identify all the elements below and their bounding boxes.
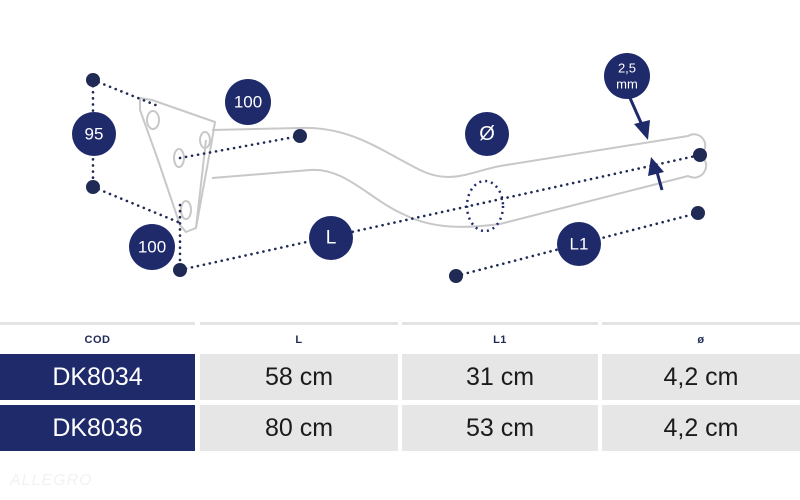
dimension-lines	[91, 78, 702, 278]
dimension-endpoints	[86, 73, 707, 283]
cell-L: 58 cm	[200, 354, 398, 400]
dot-L-end	[693, 148, 707, 162]
cell-code: DK8034	[0, 354, 195, 400]
thickness-arrows	[628, 97, 664, 191]
dim-line-95-top	[91, 78, 160, 108]
cell-L: 80 cm	[200, 405, 398, 451]
label-L: L	[309, 216, 353, 260]
cell-L1: 31 cm	[402, 354, 598, 400]
cell-code: DK8036	[0, 405, 195, 451]
watermark: ALLEGRO	[10, 472, 93, 489]
plate-hole-3	[173, 148, 185, 168]
svg-text:mm: mm	[616, 77, 638, 92]
tube-upper-edge	[211, 126, 707, 178]
plate-hole-1	[146, 110, 160, 130]
cell-diameter: 4,2 cm	[602, 405, 800, 451]
svg-text:L: L	[326, 228, 337, 249]
svg-text:100: 100	[234, 93, 262, 112]
thickness-arrow-top-shaft	[628, 97, 644, 126]
plate-hole-2	[199, 131, 211, 149]
thickness-arrow-bottom-head	[648, 157, 664, 176]
svg-text:2,5: 2,5	[618, 61, 636, 76]
label-diameter: Ø	[465, 112, 509, 156]
thickness-arrow-top-head	[634, 120, 650, 140]
tube-outline	[139, 97, 708, 233]
svg-text:Ø: Ø	[479, 123, 495, 145]
dim-line-L	[178, 153, 702, 272]
dot-95-top	[86, 73, 100, 87]
table-row: DK8034 58 cm 31 cm 4,2 cm	[0, 354, 800, 400]
dim-line-L1	[454, 211, 700, 278]
label-L1: L1	[557, 222, 601, 266]
dot-100-top-end	[293, 129, 307, 143]
dim-line-100-top	[178, 134, 302, 160]
header-diameter: ø	[602, 322, 800, 354]
label-100-top: 100	[225, 79, 271, 125]
tube-lower-edge	[211, 154, 708, 228]
plate-hole-4	[180, 200, 192, 220]
spec-table: COD L L1 ø DK8034 58 cm 31 cm 4,2 cm DK8…	[0, 322, 800, 456]
mounting-plate	[139, 97, 216, 233]
table-header: COD L L1 ø	[0, 322, 800, 354]
svg-text:100: 100	[138, 238, 166, 257]
cell-L1: 53 cm	[402, 405, 598, 451]
dot-L1-start	[449, 269, 463, 283]
thickness-arrow-bottom-shaft	[655, 171, 664, 191]
label-thickness: 2,5 mm	[604, 53, 650, 99]
dot-95-bottom	[86, 180, 100, 194]
header-L: L	[200, 322, 398, 354]
cell-diameter: 4,2 cm	[602, 354, 800, 400]
dimension-diagram: 95 100 100 Ø L L1 2,5 mm	[72, 53, 708, 283]
label-100-bottom: 100	[129, 224, 175, 270]
label-95: 95	[72, 112, 116, 156]
dot-L-start	[173, 263, 187, 277]
dot-L1-end	[691, 206, 705, 220]
dim-line-95-bottom	[91, 185, 180, 224]
svg-text:95: 95	[85, 125, 104, 144]
header-cod: COD	[0, 322, 195, 354]
table-row: DK8036 80 cm 53 cm 4,2 cm	[0, 405, 800, 451]
header-L1: L1	[402, 322, 598, 354]
svg-text:L1: L1	[570, 235, 589, 254]
